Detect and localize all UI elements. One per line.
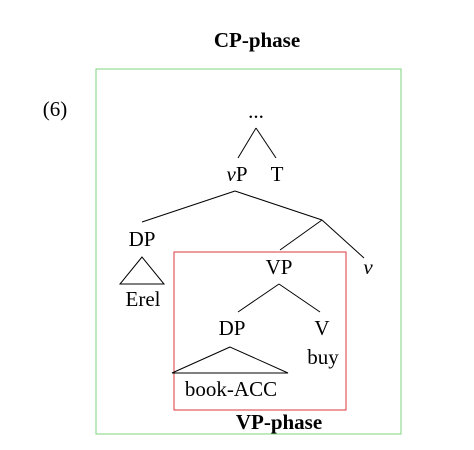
object-triangle — [171, 346, 289, 374]
cp-phase-title: CP-phase — [214, 28, 300, 52]
edge-root-T — [255, 127, 277, 159]
edge-vbar-VP — [279, 219, 323, 251]
edge-vbar-v — [321, 219, 365, 259]
T-node: T — [271, 162, 284, 186]
vP-node-v: v — [226, 162, 236, 186]
V-node: V — [314, 316, 329, 340]
vp-phase-box — [173, 251, 347, 411]
VP-node: VP — [266, 255, 293, 279]
edge-VP-DP — [237, 283, 280, 313]
edge-VP-V — [278, 283, 321, 313]
edge-vP-DP — [141, 190, 236, 223]
verb-word: buy — [307, 345, 339, 369]
edge-root-vP — [237, 127, 257, 159]
DP-object-node: DP — [219, 316, 246, 340]
cp-phase-box — [95, 68, 402, 435]
edge-vP-vbar — [234, 190, 323, 221]
object-word: book-ACC — [185, 377, 277, 401]
root-ellipsis: ... — [248, 99, 264, 123]
vp-phase-title: VP-phase — [236, 410, 322, 434]
v-head-node: v — [363, 255, 373, 279]
subject-triangle — [118, 256, 166, 285]
vP-node-P: P — [236, 162, 248, 186]
example-number: (6) — [43, 97, 68, 121]
subject-word: Erel — [126, 287, 161, 311]
vP-node: vP — [226, 162, 247, 186]
DP-subject-node: DP — [129, 227, 156, 251]
